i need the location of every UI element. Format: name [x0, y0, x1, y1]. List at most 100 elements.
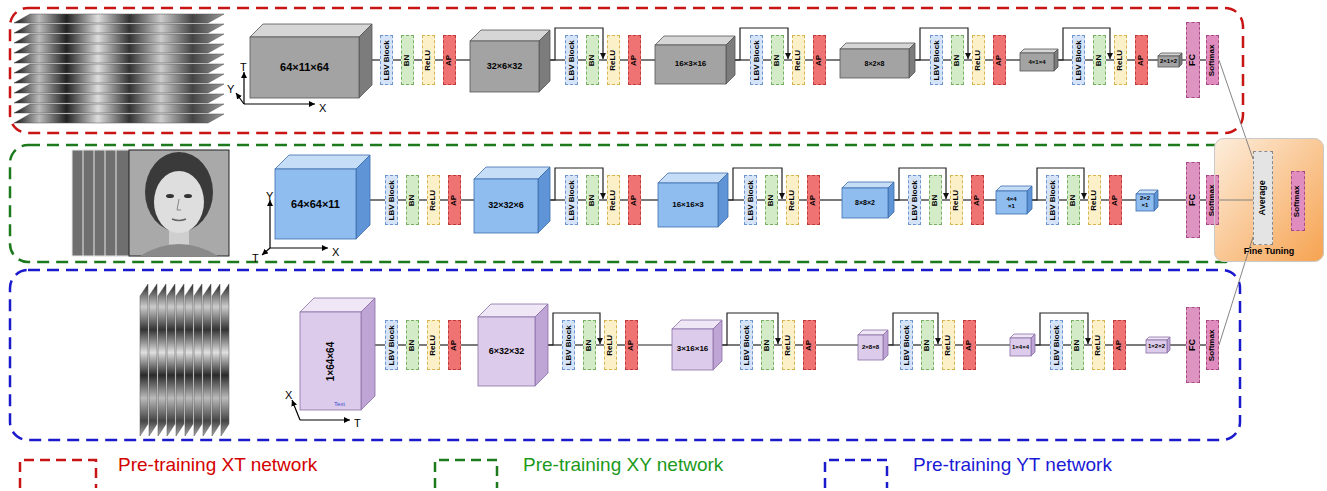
- relu-box: ReLU: [1092, 320, 1105, 370]
- cube-front-face: [275, 169, 356, 239]
- axis-label-holder: X: [285, 385, 292, 403]
- face-mouth: [172, 219, 186, 221]
- batch-norm-box: BN: [401, 35, 414, 85]
- cube-side-face: [356, 155, 370, 239]
- layer-label: AP: [1137, 54, 1146, 65]
- avg-pool-box: AP: [1135, 35, 1148, 85]
- cube-size-label: 8×2×8: [865, 60, 885, 68]
- xy-input-illustration: [72, 150, 229, 256]
- cube-front-face: [655, 45, 726, 84]
- xt-slice: [14, 54, 224, 63]
- axis-label-holder: X: [319, 98, 326, 116]
- layer-label: LBV Block: [910, 180, 919, 220]
- batch-norm-box: BN: [586, 175, 599, 225]
- legend-bracket: [825, 460, 887, 488]
- cube-side-face: [538, 167, 550, 233]
- layer-label: BN: [1095, 54, 1104, 66]
- xt-slice: [14, 24, 224, 33]
- face-shoulders: [140, 244, 218, 256]
- layer-label: ReLU: [606, 335, 615, 356]
- cube-top-face: [996, 186, 1032, 191]
- panel-title: Fine Tuning: [1244, 247, 1294, 257]
- layer-label: BN: [585, 339, 594, 351]
- cube-front-face: [1010, 338, 1031, 356]
- connector: [620, 199, 628, 200]
- softmax-box: Softmax: [1291, 171, 1305, 231]
- cube-top-face: [474, 167, 550, 179]
- connector: [599, 59, 607, 60]
- yt-slice: [212, 284, 220, 436]
- fc-box: FC: [1186, 307, 1200, 383]
- yt-slice: [149, 284, 157, 436]
- feature-cube: 16×3×16: [655, 36, 735, 84]
- cube-size-label: 64×64×11: [291, 198, 340, 210]
- avg-pool-box: AP: [971, 175, 984, 225]
- batch-norm-box: BN: [583, 320, 596, 370]
- feature-cube: 2×8×8: [858, 330, 888, 360]
- layer-label: AP: [1111, 194, 1120, 205]
- connector: [393, 59, 401, 60]
- layer-label: LBV Block: [752, 40, 761, 80]
- layer-label: BN: [773, 54, 782, 66]
- cube-front-face: [478, 317, 535, 386]
- xt-region: [10, 8, 1243, 133]
- batch-norm-box: BN: [1093, 35, 1106, 85]
- connector: [461, 199, 474, 200]
- cube-side-face: [718, 173, 728, 227]
- layer-label: BN: [767, 194, 776, 206]
- layer-label: AP: [1115, 339, 1124, 350]
- lbv-block: LBV Block: [565, 35, 578, 85]
- layer-label: LBV Block: [1048, 180, 1057, 220]
- batch-norm-box: BN: [921, 320, 934, 370]
- layer-label: ReLU: [429, 190, 438, 211]
- relu-box: ReLU: [1088, 175, 1101, 225]
- yt-slice: [185, 284, 193, 436]
- cube-side-face: [1154, 190, 1158, 211]
- layer-label: LBV Block: [742, 325, 751, 365]
- lbv-block: LBV Block: [385, 175, 398, 225]
- avg-pool-box: AP: [625, 320, 638, 370]
- feature-cube: 64×11×64: [250, 24, 372, 98]
- cube-size-label: 16×3×16: [675, 60, 707, 69]
- connector: [1106, 59, 1114, 60]
- batch-norm-box: BN: [951, 35, 964, 85]
- fine-tuning-ground: [1214, 138, 1324, 262]
- cube-size-label: 4×1×4: [1028, 59, 1045, 66]
- yt-slice: [176, 284, 184, 436]
- layer-label: Softmax: [1208, 44, 1217, 76]
- connector: [757, 199, 765, 200]
- xt-slice: [14, 104, 224, 113]
- layer-label: ReLU: [429, 335, 438, 356]
- axis-arrow: [270, 247, 328, 248]
- cube-side-face: [726, 36, 735, 84]
- xt-slice: [14, 44, 224, 53]
- lbv-block: LBV Block: [744, 175, 757, 225]
- connector: [778, 199, 786, 200]
- yt-slice: [158, 284, 166, 436]
- yt-slice: [167, 284, 175, 436]
- layer-label: AP: [809, 194, 818, 205]
- cube-label-area: 2×2 ×1: [1136, 194, 1154, 211]
- cube-label-area: 64×11×64: [250, 37, 359, 98]
- connector: [1101, 199, 1109, 200]
- layer-label: BN: [588, 54, 597, 66]
- cube-front-face: [840, 49, 909, 78]
- connector: [753, 344, 761, 345]
- layer-label: AP: [965, 339, 974, 350]
- layer-label: ReLU: [1094, 335, 1103, 356]
- layer-label: FC: [1188, 194, 1198, 206]
- cube-label-area: 8×8×2: [842, 188, 888, 218]
- cube-front-face: [996, 191, 1027, 214]
- layer-label: ReLU: [952, 190, 961, 211]
- lbv-block: LBV Block: [740, 320, 753, 370]
- relu-box: ReLU: [786, 175, 799, 225]
- layer-label: AP: [995, 54, 1004, 65]
- yt-region: [10, 270, 1240, 440]
- cube-front-face: [300, 312, 361, 410]
- layer-label: AP: [627, 339, 636, 350]
- axis-label-holder: T: [240, 57, 247, 75]
- legend-text: Pre-training XT network: [118, 454, 317, 475]
- feature-cube: 16×16×3: [658, 173, 728, 227]
- layer-label: LBV Block: [1052, 325, 1061, 365]
- batch-norm-box: BN: [765, 175, 778, 225]
